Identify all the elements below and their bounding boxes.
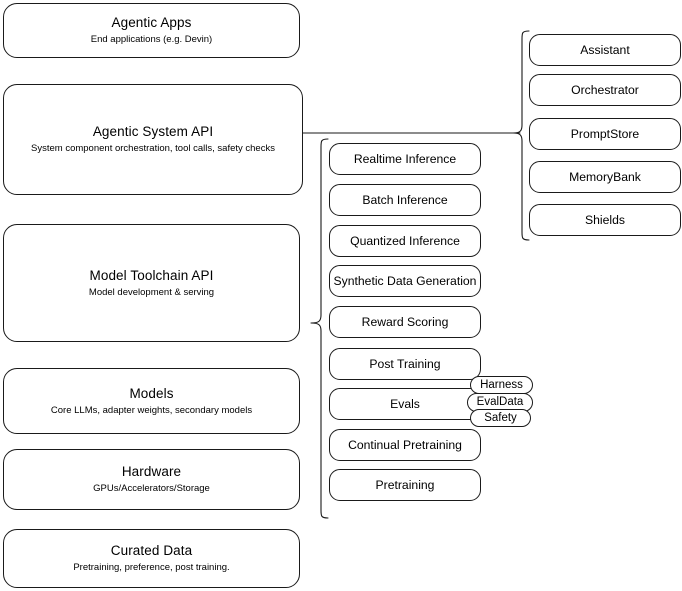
capability-label: Synthetic Data Generation — [333, 274, 477, 288]
layer-subtitle: Core LLMs, adapter weights, secondary mo… — [50, 404, 253, 416]
capability-label: Pretraining — [375, 478, 435, 492]
component-promptstore[interactable]: PromptStore — [529, 118, 681, 150]
eval-badge-label: Safety — [484, 411, 517, 424]
capability-evals[interactable]: Evals — [329, 388, 481, 420]
layer-subtitle: Pretraining, preference, post training. — [73, 562, 230, 573]
component-label: Orchestrator — [571, 83, 639, 97]
layer-subtitle: System component orchestration, tool cal… — [31, 143, 275, 154]
capability-pretraining[interactable]: Pretraining — [329, 469, 481, 501]
component-label: PromptStore — [570, 127, 640, 141]
capability-reward-scoring[interactable]: Reward Scoring — [329, 306, 481, 338]
layer-agentic-apps[interactable]: Agentic Apps End applications (e.g. Devi… — [3, 3, 300, 58]
layer-title: Agentic System API — [92, 124, 214, 139]
layer-agentic-system-api[interactable]: Agentic System API System component orch… — [3, 84, 303, 195]
component-label: Shields — [585, 213, 625, 227]
capability-realtime-inference[interactable]: Realtime Inference — [329, 143, 481, 175]
eval-badge-label: Harness — [480, 378, 523, 391]
layer-curated-data[interactable]: Curated Data Pretraining, preference, po… — [3, 529, 300, 588]
capability-label: Continual Pretraining — [348, 438, 462, 452]
layer-subtitle: Model development & serving — [88, 286, 215, 298]
eval-badge-label: EvalData — [476, 396, 524, 408]
capability-label: Quantized Inference — [350, 234, 460, 248]
capability-quantized-inference[interactable]: Quantized Inference — [329, 225, 481, 257]
model-toolchain-brace — [309, 138, 329, 520]
layer-model-toolchain-api[interactable]: Model Toolchain API Model development & … — [3, 224, 300, 342]
layer-title: Model Toolchain API — [89, 267, 214, 283]
layer-title: Agentic Apps — [111, 15, 192, 30]
capability-synthetic-data-generation[interactable]: Synthetic Data Generation — [329, 265, 481, 297]
layer-title: Hardware — [121, 464, 182, 479]
capability-label: Post Training — [369, 357, 441, 371]
layer-subtitle: End applications (e.g. Devin) — [90, 34, 213, 45]
component-memorybank[interactable]: MemoryBank — [529, 161, 681, 193]
agentic-system-connector-line — [302, 127, 523, 139]
capability-batch-inference[interactable]: Batch Inference — [329, 184, 481, 216]
capability-label: Realtime Inference — [353, 152, 457, 166]
layer-hardware[interactable]: Hardware GPUs/Accelerators/Storage — [3, 449, 300, 510]
eval-badge-harness[interactable]: Harness — [470, 376, 533, 394]
layer-title: Models — [129, 385, 174, 401]
component-label: Assistant — [580, 43, 630, 57]
capability-post-training[interactable]: Post Training — [329, 348, 481, 380]
capability-label: Batch Inference — [362, 193, 448, 207]
agentic-system-brace — [512, 30, 530, 242]
capability-continual-pretraining[interactable]: Continual Pretraining — [329, 429, 481, 461]
layer-subtitle: GPUs/Accelerators/Storage — [93, 483, 210, 494]
component-shields[interactable]: Shields — [529, 204, 681, 236]
layer-models[interactable]: Models Core LLMs, adapter weights, secon… — [3, 368, 300, 434]
capability-label: Reward Scoring — [361, 315, 449, 329]
eval-badge-safety[interactable]: Safety — [470, 409, 531, 427]
layer-title: Curated Data — [110, 543, 193, 558]
capability-label: Evals — [390, 397, 420, 411]
component-assistant[interactable]: Assistant — [529, 34, 681, 66]
component-label: MemoryBank — [569, 170, 641, 184]
component-orchestrator[interactable]: Orchestrator — [529, 74, 681, 106]
